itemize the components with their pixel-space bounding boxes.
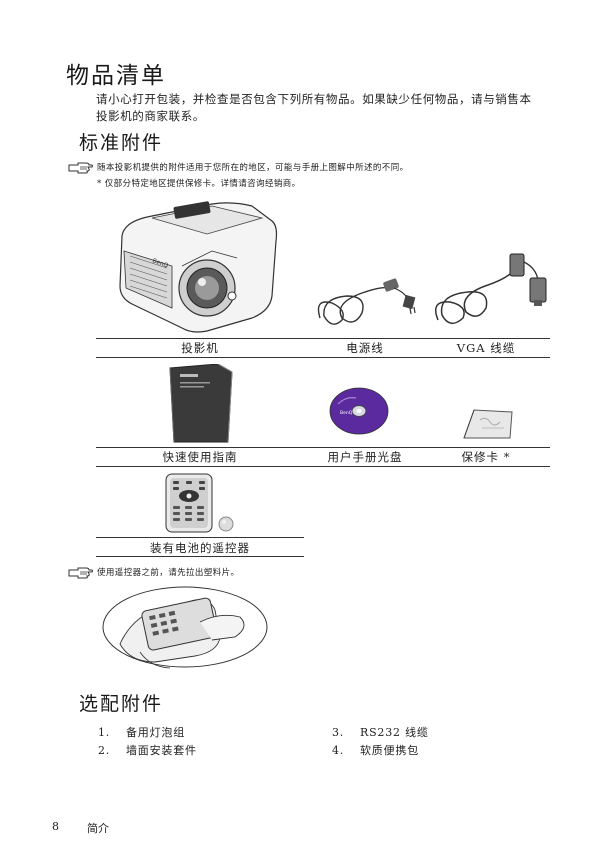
svg-text:BenQ: BenQ xyxy=(340,410,353,416)
note-hand-icon xyxy=(68,162,93,174)
power-cord-image xyxy=(317,278,416,325)
vga-cable-image xyxy=(435,253,547,324)
list-item: 4.软质便携包 xyxy=(332,744,419,757)
guide-booklet-image xyxy=(169,364,233,443)
section-name: 简介 xyxy=(87,822,109,835)
warranty-card-image xyxy=(463,409,513,439)
standard-note-line-2: * 仅部分特定地区提供保修卡。详情请咨询经销商。 xyxy=(97,179,301,189)
list-item: 3.RS232 线缆 xyxy=(332,726,429,739)
row-rule-2 xyxy=(96,357,550,358)
optional-accessories-heading: 选配附件 xyxy=(79,693,164,715)
intro-line-1: 请小心打开包装，并检查是否包含下列所有物品。如果缺少任何物品，请与销售本 xyxy=(96,92,532,106)
caption-vga-cable: VGA 线缆 xyxy=(456,341,516,355)
caption-warranty-card: 保修卡 * xyxy=(461,450,511,464)
page-number: 8 xyxy=(52,820,59,833)
projector-image: BenQ xyxy=(119,201,278,333)
caption-projector: 投影机 xyxy=(181,341,219,355)
standard-accessories-heading: 标准附件 xyxy=(79,132,164,154)
intro-line-2: 投影机的商家联系。 xyxy=(96,109,205,123)
caption-quick-guide: 快速使用指南 xyxy=(162,450,238,464)
row-rule-5 xyxy=(96,537,304,538)
caption-manual-cd: 用户手册光盘 xyxy=(327,450,403,464)
remote-note: 使用遥控器之前，请先拉出塑料片。 xyxy=(97,568,240,578)
battery-image xyxy=(218,516,234,532)
remote-control-image xyxy=(165,473,213,533)
cd-disc-image: BenQ xyxy=(329,387,389,435)
row-rule-1 xyxy=(96,338,550,339)
list-item: 1.备用灯泡组 xyxy=(98,726,185,739)
hands-remote-image xyxy=(102,586,268,669)
list-item: 2.墙面安装套件 xyxy=(98,744,197,757)
row-rule-6 xyxy=(96,556,304,557)
row-rule-3 xyxy=(96,447,550,448)
caption-remote: 装有电池的遥控器 xyxy=(150,541,250,555)
optional-list-col1: 1.备用灯泡组 2.墙面安装套件 xyxy=(98,724,197,758)
standard-note-line-1: 随本投影机提供的附件适用于您所在的地区，可能与手册上图解中所述的不同。 xyxy=(97,163,409,173)
row-rule-4 xyxy=(96,466,550,467)
note-hand-icon xyxy=(68,567,93,579)
page-title: 物品清单 xyxy=(66,63,166,89)
caption-power-cord: 电源线 xyxy=(346,341,384,355)
intro-paragraph: 请小心打开包装，并检查是否包含下列所有物品。如果缺少任何物品，请与销售本 投影机… xyxy=(96,91,556,125)
optional-list-col2: 3.RS232 线缆 4.软质便携包 xyxy=(332,724,429,758)
